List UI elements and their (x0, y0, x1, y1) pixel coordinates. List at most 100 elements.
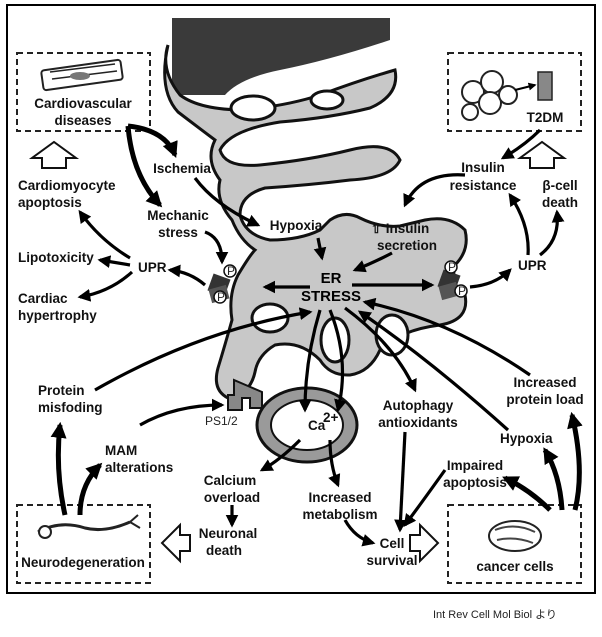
cardiovascular-label: Cardiovascular (34, 96, 132, 111)
cancer-cells-icon (488, 520, 542, 552)
cancer-label: cancer cells (476, 559, 553, 574)
phospho-label: P (217, 290, 225, 304)
arrow-autophagy-survival (394, 431, 407, 533)
er-lumen-hole (250, 302, 290, 334)
calcium-overload-label-2: overload (204, 490, 260, 505)
arrow-ca-metabolism (328, 439, 341, 488)
arrow-mechanic-receptor (204, 230, 229, 265)
arrow-er-autophagy (344, 306, 417, 393)
impaired-apoptosis-label-2: apoptosis (443, 475, 507, 490)
arrow-load-er (362, 297, 531, 377)
beta-cell-label: β-cell (542, 178, 577, 193)
arrow-cancer-apoptosis (502, 475, 552, 512)
arrow-neuro-misfolding (50, 421, 68, 516)
hollow-arrow-left-bottom (160, 522, 191, 564)
arrow-mam-ps (139, 398, 225, 427)
arrow-receptor-upr-left (167, 264, 207, 287)
er-lumen-hole (309, 89, 345, 111)
arrow-er-ca2 (328, 309, 347, 413)
arrow-neuro-mam (77, 462, 103, 516)
arrow-cancer-load (567, 411, 583, 511)
source-caption: Int Rev Cell Mol Biol より (433, 609, 557, 621)
cell-survival-label-2: survival (366, 553, 417, 568)
arrow-upr-lipotoxicity (97, 255, 131, 268)
hypoxia-label: Hypoxia (270, 218, 323, 233)
arrow-receptor-upr-right (469, 268, 512, 289)
nucleus (172, 18, 390, 95)
cardiovascular-label-2: diseases (54, 113, 111, 128)
neuronal-death-label: Neuronal (199, 526, 258, 541)
cardiomyocyte-label-2: apoptosis (18, 195, 82, 210)
stress-label: STRESS (301, 288, 361, 305)
hollow-arrow-right-bottom (409, 522, 440, 564)
ca-label: Ca (308, 418, 326, 433)
beta-cell-label-2: death (542, 195, 578, 210)
arrow-t2dm-resistance (500, 128, 542, 160)
insulin-secretion-label-2: secretion (377, 238, 437, 253)
mechanic-label-2: stress (158, 225, 198, 240)
beta-cell-cluster-icon (461, 70, 553, 121)
insulin-secretion-label: ⇧ Insulin (371, 221, 430, 236)
ire1-receptor-left (207, 264, 237, 304)
hollow-arrow-up-right (516, 140, 568, 169)
ire1-receptor-right (437, 260, 468, 301)
arrow-upr-hypertrophy (77, 270, 134, 302)
phospho-label: P (227, 264, 235, 278)
insulin-resistance-label-2: resistance (450, 178, 517, 193)
cardiac-label-2: hypertrophy (18, 308, 97, 323)
cardiac-label: Cardiac (18, 291, 68, 306)
hollow-arrow-up-left (28, 140, 80, 169)
ps-channel (227, 378, 263, 411)
neuronal-death-label-2: death (206, 543, 242, 558)
arrow-hypoxia-er-right (357, 310, 510, 432)
increased-metabolism-label-2: metabolism (302, 507, 377, 522)
arrow-upr-cardiomyocyte (78, 209, 131, 260)
arrow-hypoxia-er (313, 237, 327, 261)
mam-label: MAM (105, 443, 137, 458)
autophagy-label: Autophagy (383, 398, 454, 413)
lipotoxicity-label: Lipotoxicity (18, 250, 94, 265)
t2dm-label: T2DM (527, 110, 564, 125)
phospho-label: P (458, 284, 466, 298)
neuron-icon (37, 514, 141, 539)
neurodegeneration-label: Neurodegeneration (21, 555, 145, 570)
ca-superscript: 2+ (323, 410, 339, 425)
er-lumen-hole (229, 94, 277, 122)
arrow-apoptosis-survival (403, 469, 447, 528)
arrow-secretion-er (352, 251, 393, 273)
arrow-er-ca (298, 309, 322, 413)
protein-misfolding-label: Protein (38, 383, 85, 398)
arrow-ca-overload (259, 438, 302, 472)
insulin-resistance-label: Insulin (461, 160, 505, 175)
cell-survival-label: Cell (380, 536, 405, 551)
mitochondrion-matrix (270, 399, 344, 451)
cardiomyocyte-label: Cardiomyocyte (18, 178, 116, 193)
cardiovascular-box (16, 52, 151, 132)
mam-label-2: alterations (105, 460, 173, 475)
arrow-cancer-hypoxia (542, 447, 565, 511)
er-label: ER (321, 270, 342, 287)
arrow-misfolding-er (94, 307, 313, 392)
upr-left-label: UPR (138, 260, 167, 275)
hypoxia-right-label: Hypoxia (500, 431, 553, 446)
arrow-ischemia-hypoxia (193, 177, 261, 227)
arrow-upr-resistance (508, 192, 530, 256)
upr-right-label: UPR (518, 258, 547, 273)
cardiomyocyte-icon (40, 58, 124, 92)
neurodegeneration-box (16, 504, 151, 584)
arrow-cvd-mechanic (125, 125, 163, 208)
arrow-upr-beta (539, 209, 565, 257)
protein-misfolding-label-2: misfoding (38, 400, 103, 415)
arrow-insulin-resist (403, 173, 466, 208)
calcium-overload-label: Calcium (204, 473, 257, 488)
increased-load-label-2: protein load (506, 392, 583, 407)
increased-load-label: Increased (513, 375, 576, 390)
ps-label: PS1/2 (205, 414, 238, 428)
impaired-apoptosis-label: Impaired (447, 458, 503, 473)
ischemia-label: Ischemia (153, 161, 211, 176)
phospho-label: P (448, 260, 456, 274)
arrow-metabolism-survival (343, 519, 376, 547)
mechanic-label: Mechanic (147, 208, 209, 223)
arrow-cvd-ischemia (127, 123, 178, 158)
